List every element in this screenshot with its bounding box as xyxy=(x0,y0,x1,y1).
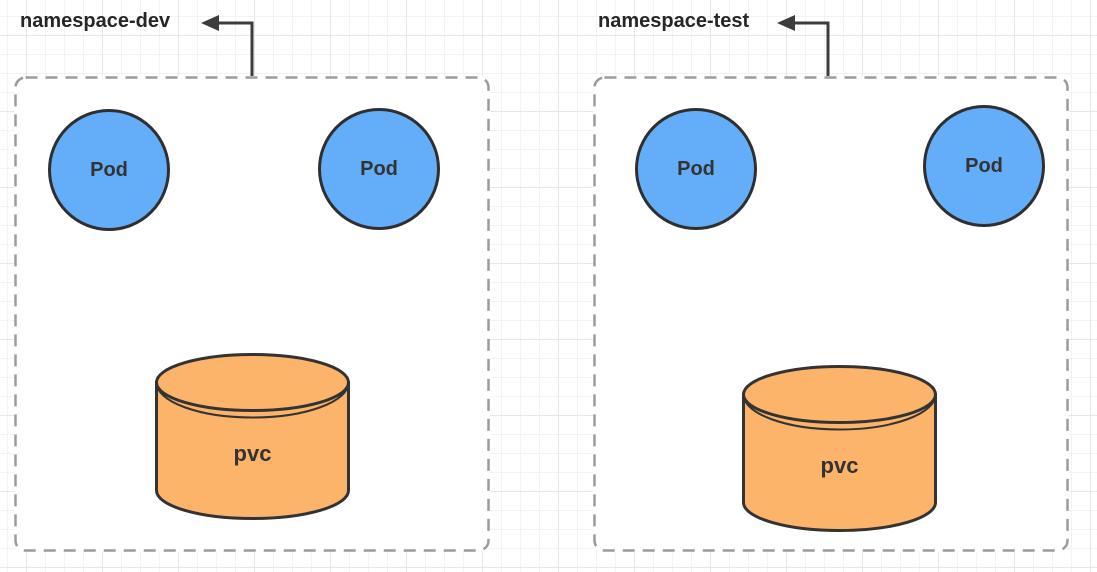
namespace-test-connector-arrow-icon xyxy=(777,15,830,78)
namespace-test-container[interactable]: Pod Pod pvc xyxy=(593,76,1069,552)
connector-line xyxy=(216,21,254,78)
cylinder-shape-icon xyxy=(155,353,350,520)
pod-label: Pod xyxy=(965,154,1003,177)
pod-label: Pod xyxy=(90,158,128,181)
dashed-border xyxy=(14,76,490,552)
pod-circle[interactable]: Pod xyxy=(635,108,757,230)
pvc-cylinder[interactable]: pvc xyxy=(742,365,937,532)
pvc-label: pvc xyxy=(233,441,272,466)
namespace-test-label: namespace-test xyxy=(598,10,750,32)
pod-circle[interactable]: Pod xyxy=(923,105,1045,227)
namespace-dev-connector-arrow-icon xyxy=(201,15,254,78)
arrowhead-left-icon xyxy=(201,15,219,31)
pod-label: Pod xyxy=(360,157,398,180)
pod-circle[interactable]: Pod xyxy=(318,108,440,230)
namespace-dev-container[interactable]: Pod Pod pvc xyxy=(14,76,490,552)
connector-line xyxy=(792,21,830,78)
namespace-dev-label: namespace-dev xyxy=(20,10,171,32)
cylinder-shape-icon xyxy=(742,365,937,532)
pvc-cylinder[interactable]: pvc xyxy=(155,353,350,520)
dashed-border xyxy=(593,76,1069,552)
pvc-label: pvc xyxy=(820,453,859,478)
pod-circle[interactable]: Pod xyxy=(48,109,170,231)
arrowhead-left-icon xyxy=(777,15,795,31)
pod-label: Pod xyxy=(677,157,715,180)
